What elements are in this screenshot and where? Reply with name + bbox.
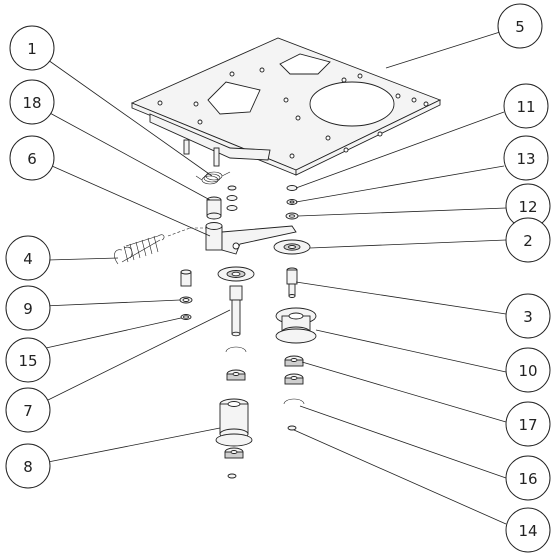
callout-label: 2: [523, 232, 533, 250]
callout-label: 1: [27, 40, 37, 58]
callout-label: 4: [23, 250, 33, 268]
callout-label: 3: [523, 308, 533, 326]
callout-label: 10: [518, 362, 537, 380]
callout-15: 15: [5, 337, 51, 383]
callout-17: 17: [505, 401, 551, 447]
callout-label: 15: [18, 352, 37, 370]
callouts: 1 18 6 4 9 15 7 8: [5, 3, 551, 553]
callout-label: 8: [23, 458, 33, 476]
callout-7: 7: [5, 387, 51, 433]
callout-label: 9: [23, 300, 33, 318]
callout-label: 13: [516, 150, 535, 168]
callout-8: 8: [5, 443, 51, 489]
callout-1: 1: [9, 25, 55, 71]
callout-label: 11: [516, 98, 535, 116]
callout-label: 6: [27, 150, 37, 168]
callout-18: 18: [9, 79, 55, 125]
left-shaft-assembly: [179, 266, 255, 479]
callout-label: 12: [518, 198, 537, 216]
callout-13: 13: [503, 135, 549, 181]
callout-14: 14: [505, 507, 551, 553]
callout-5: 5: [497, 3, 543, 49]
callout-label: 7: [23, 402, 33, 420]
leader-lines: [43, 31, 507, 525]
callout-label: 5: [515, 18, 525, 36]
right-pulley-assembly: [273, 185, 317, 431]
callout-label: 17: [518, 416, 537, 434]
callout-2: 2: [505, 217, 551, 263]
callout-4: 4: [5, 235, 51, 281]
mounting-plate: [130, 37, 442, 176]
callout-3: 3: [505, 293, 551, 339]
tension-arm: [167, 222, 297, 255]
extension-spring: [114, 234, 165, 265]
left-pivot-parts: [206, 185, 238, 220]
torsion-spring: [195, 171, 231, 185]
callout-6: 6: [9, 135, 55, 181]
callout-label: 14: [518, 522, 537, 540]
callout-label: 16: [518, 470, 537, 488]
callout-16: 16: [505, 455, 551, 501]
callout-10: 10: [505, 347, 551, 393]
callout-9: 9: [5, 285, 51, 331]
callout-11: 11: [503, 83, 549, 129]
callout-label: 18: [22, 94, 41, 112]
plate-studs: [183, 139, 220, 167]
